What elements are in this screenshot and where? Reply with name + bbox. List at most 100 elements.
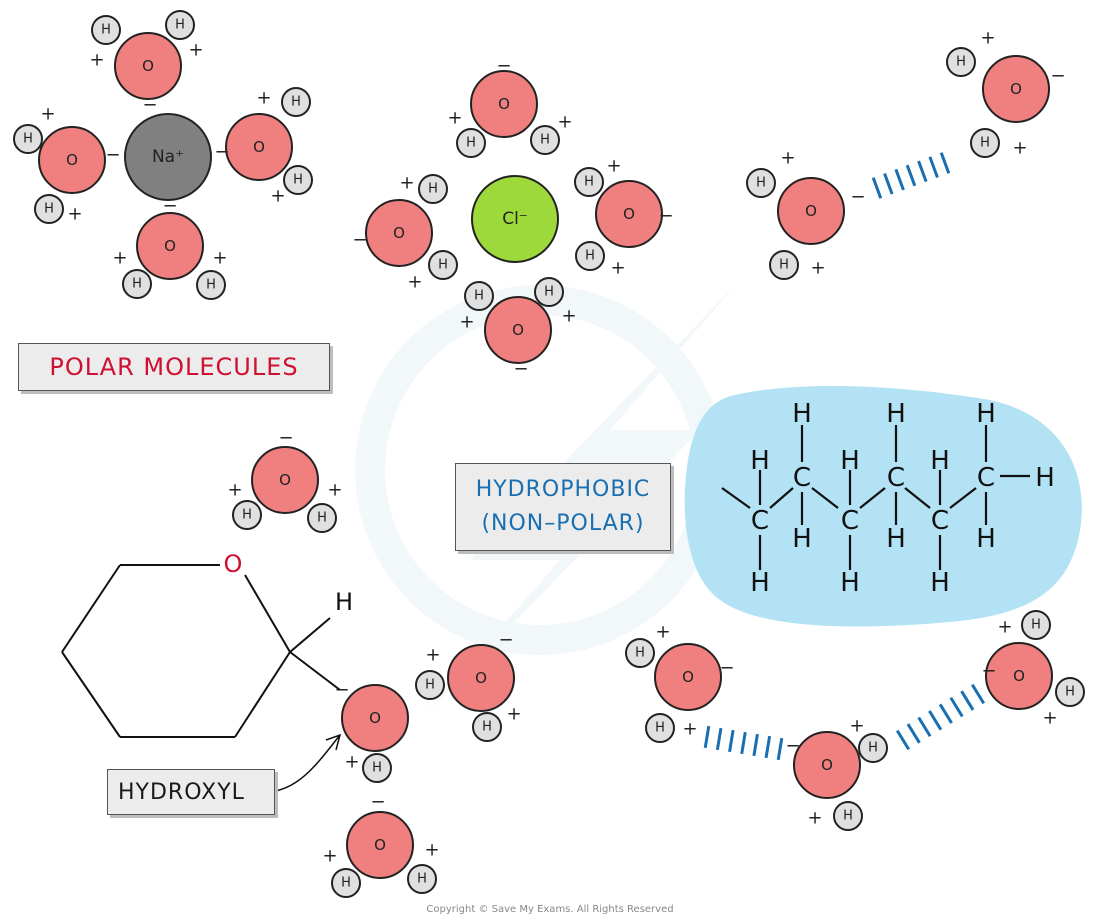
hbond-dash — [740, 731, 747, 755]
hydrogen-atom-symbol: H — [23, 132, 33, 147]
hydrogen-atom-circle — [1055, 677, 1085, 707]
hydrogen-atom-circle — [122, 269, 152, 299]
hydrogen-bonds — [703, 152, 986, 761]
oxygen-atom-symbol: O — [475, 669, 487, 687]
oxygen-atom-circle — [225, 113, 293, 181]
partial-charge: + — [447, 108, 462, 129]
hydrogen-atom-symbol: H — [779, 258, 789, 273]
hydrogen-atom: H — [196, 270, 226, 300]
oxygen-atom-circle — [114, 32, 182, 100]
hydrogen-atom: H — [34, 194, 64, 224]
hydrogen-atom-circle — [1021, 610, 1051, 640]
hydrogen-atom-symbol: H — [132, 277, 142, 292]
hydrogen-atom: H — [464, 281, 494, 311]
hydrogen-atom-circle — [472, 712, 502, 742]
hbond-dash — [905, 164, 917, 187]
hydrogen-atom-circle — [418, 174, 448, 204]
partial-charge: + — [112, 248, 127, 269]
hydrogen-atom-symbol: H — [372, 761, 382, 776]
hydrogen-atom: H — [886, 524, 906, 554]
hydrogen-atom-circle — [970, 128, 1000, 158]
hydrogen-atom-symbol: H — [466, 136, 476, 151]
partial-charge: − — [142, 95, 157, 116]
oxygen-atom-circle — [346, 811, 414, 879]
oxygen-atom-symbol: O — [821, 756, 833, 774]
hydrogen-atom: H — [407, 864, 437, 894]
hydrogen-atom-symbol: H — [293, 173, 303, 188]
hydrogen-atom-symbol: H — [474, 289, 484, 304]
hydrogen-atom: H — [970, 128, 1000, 158]
oxygen-atom-symbol: O — [1013, 667, 1025, 685]
oxygen-atom-symbol: O — [623, 205, 635, 223]
oxygen-atom-circle — [595, 180, 663, 248]
oxygen-atom: O — [484, 296, 552, 364]
hbond-dash — [776, 737, 784, 761]
hydrogen-atom: H — [1021, 610, 1051, 640]
hydrogen-atom: H — [946, 47, 976, 77]
hydrogen-atom-circle — [281, 87, 311, 117]
oxygen-atom: O — [114, 32, 182, 100]
hydrogen-atom: H — [858, 733, 888, 763]
hydrogen-atom-circle — [428, 250, 458, 280]
partial-charge: − — [352, 230, 367, 251]
partial-charge: + — [807, 808, 822, 829]
oxygen-atom: O — [654, 643, 722, 711]
hydrogen-atom-symbol: H — [540, 133, 550, 148]
hydrogen-atom-circle — [574, 167, 604, 197]
carbon-atom: C — [793, 463, 811, 493]
hydrogen-atom: H — [362, 753, 392, 783]
partial-charge: − — [658, 206, 673, 227]
hydrogen-atom: H — [976, 399, 996, 429]
hydrogen-atom: H — [976, 524, 996, 554]
partial-charge: − — [785, 736, 800, 757]
oxygen-atom-symbol: O — [369, 709, 381, 727]
hydrogen-atom: H — [91, 15, 121, 45]
oxygen-atom-circle — [136, 212, 204, 280]
partial-charge: + — [399, 173, 414, 194]
partial-charge: − — [498, 630, 513, 651]
oxygen-atom-circle — [38, 126, 106, 194]
hbond-dash — [728, 729, 735, 753]
carbon-atom: C — [977, 463, 995, 493]
hydrogen-atom-symbol: H — [438, 258, 448, 273]
partial-charge: + — [227, 480, 242, 501]
oxygen-atom-symbol: O — [253, 138, 265, 156]
hydrogen-atom-circle — [858, 733, 888, 763]
hydrogen-atom-symbol: H — [635, 646, 645, 661]
hydrogen-atom-circle — [946, 47, 976, 77]
hydrogen-atom: H — [625, 638, 655, 668]
hydrogen-atom: H — [331, 868, 361, 898]
oxygen-atom-symbol: O — [279, 471, 291, 489]
hydrogen-atom-circle — [196, 270, 226, 300]
sodium-ion-symbol: Na⁺ — [152, 147, 184, 167]
oxygen-atom-symbol: O — [682, 668, 694, 686]
copyright-notice: Copyright © Save My Exams. All Rights Re… — [426, 904, 674, 915]
partial-charge: + — [425, 645, 440, 666]
oxygen-atom-symbol: O — [142, 57, 154, 75]
hydrogen-bond — [871, 152, 951, 199]
hydrogen-atom-symbol: H — [1065, 685, 1075, 700]
hydrophobic-label-line1: HYDROPHOBIC — [475, 477, 651, 502]
hydrogen-atom-symbol: H — [417, 872, 427, 887]
oxygen-atom: O — [470, 70, 538, 138]
chloride-ion: Cl⁻ — [471, 175, 559, 263]
hydrophobic-region — [684, 385, 1082, 627]
partial-charge: − — [850, 187, 865, 208]
polar-molecules-label: POLAR MOLECULES — [18, 343, 330, 391]
oxygen-atom: O — [341, 684, 409, 752]
chloride-ion-circle — [471, 175, 559, 263]
oxygen-atom-symbol: O — [498, 95, 510, 113]
oxygen-atom: O — [225, 113, 293, 181]
partial-charge: − — [162, 196, 177, 217]
carbon-atom: C — [887, 463, 905, 493]
hydrogen-atom-circle — [362, 753, 392, 783]
oxygen-atom: O — [38, 126, 106, 194]
hbond-dash — [939, 152, 951, 174]
hbond-dash — [906, 723, 921, 744]
partial-charge: − — [981, 661, 996, 682]
partial-charge: − — [719, 658, 734, 679]
hydrogen-atom: H — [456, 128, 486, 158]
hydrogen-atom-symbol: H — [843, 809, 853, 824]
chloride-ion-symbol: Cl⁻ — [502, 209, 528, 229]
